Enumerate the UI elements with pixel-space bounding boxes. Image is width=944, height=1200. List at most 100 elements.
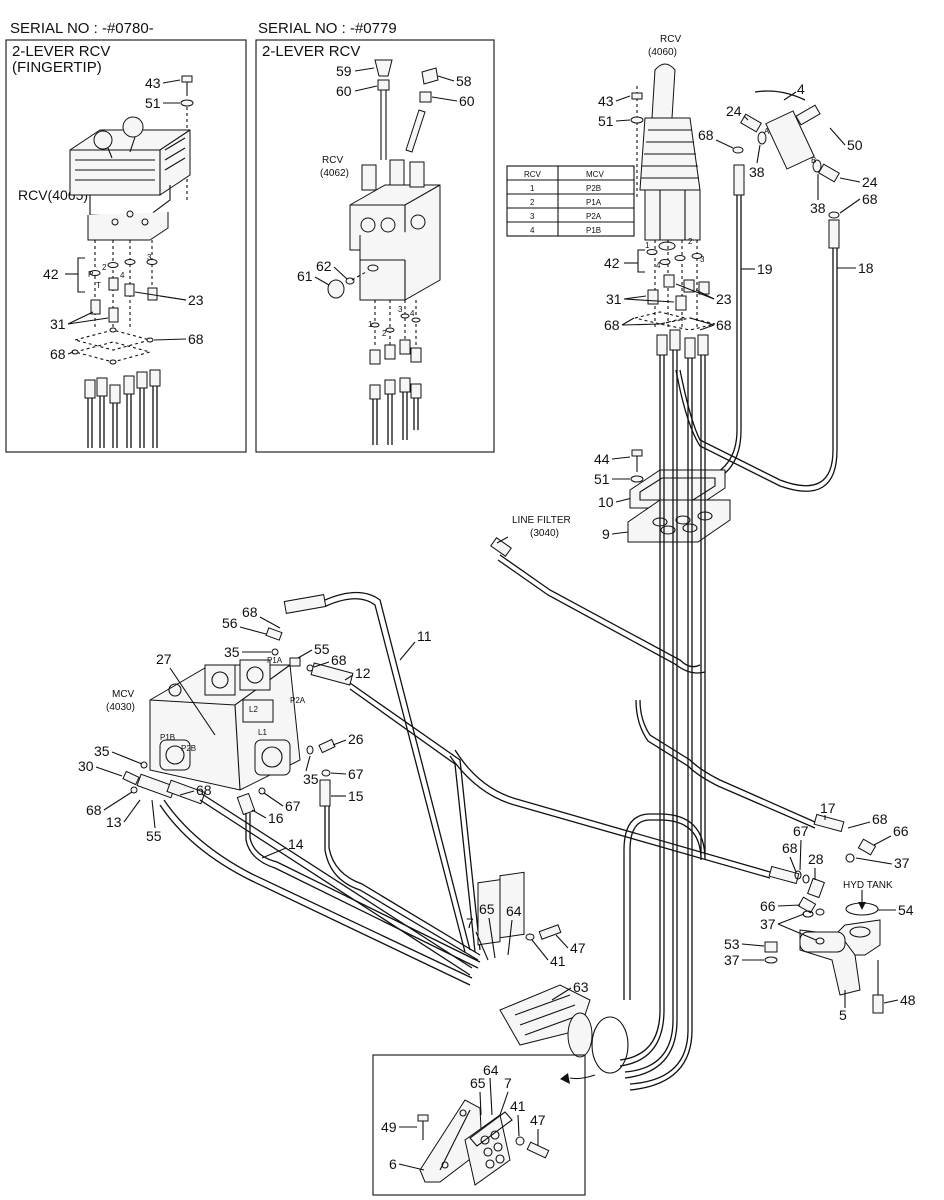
callout-68b: 68	[50, 346, 66, 362]
arrow-down-icon	[858, 902, 866, 910]
bottom-grommet	[477, 871, 629, 1084]
callout-68d: 68	[196, 782, 212, 798]
left-callouts: 43 51 42 23 31 68 68	[43, 75, 204, 362]
callout-50: 50	[847, 137, 863, 153]
left-bolt	[180, 75, 194, 200]
middle-rcv-label1: RCV	[322, 155, 343, 166]
callout-43: 43	[598, 93, 614, 109]
left-title: 2-LEVER RCV	[12, 43, 110, 60]
middle-port-2: 2	[382, 329, 387, 338]
callout-56: 56	[222, 615, 238, 631]
callout-13: 13	[106, 814, 122, 830]
middle-plug	[327, 271, 367, 299]
callout-67: 67	[793, 823, 809, 839]
left-port-t: T	[96, 281, 101, 290]
right-callouts: 43 51 68 24 4 50 38 24 38 68 42 19 18 31…	[594, 81, 878, 542]
callout-17: 17	[820, 800, 836, 816]
middle-panel: SERIAL NO : -#0779 2-LEVER RCV RCV (4062…	[255, 20, 495, 453]
port-p2a: P2A	[290, 696, 306, 705]
callout-9: 9	[602, 526, 610, 542]
middle-knobs	[374, 59, 439, 160]
callout-51: 51	[145, 95, 161, 111]
mcv-label1: MCV	[112, 689, 135, 700]
callout-64: 64	[483, 1062, 499, 1078]
callout-63: 63	[573, 979, 589, 995]
right-rcv-label1: RCV	[660, 34, 681, 45]
callout-15: 15	[348, 788, 364, 804]
callout-7: 7	[466, 915, 474, 931]
callout-67: 67	[348, 766, 364, 782]
middle-port-3: 3	[398, 305, 403, 314]
middle-serial: SERIAL NO : -#0779	[258, 20, 397, 37]
callout-27: 27	[156, 651, 172, 667]
bottom-callouts: 7 65 64 47 41 63 17 68 66 67 68 28 37 66…	[466, 800, 916, 1023]
callout-12: 12	[355, 665, 371, 681]
callout-49: 49	[381, 1119, 397, 1135]
left-hoses	[84, 369, 161, 448]
callout-47: 47	[530, 1112, 546, 1128]
callout-62: 62	[316, 258, 332, 274]
callout-43: 43	[145, 75, 161, 91]
callout-35c: 35	[303, 771, 319, 787]
callout-28: 28	[808, 851, 824, 867]
callout-16: 16	[268, 810, 284, 826]
callout-30: 30	[78, 758, 94, 774]
right-rcv-label2: (4060)	[648, 47, 677, 58]
left-serial: SERIAL NO : -#0780-	[10, 20, 154, 37]
callout-31: 31	[50, 316, 66, 332]
callout-68: 68	[698, 127, 714, 143]
main-hose-bundle	[490, 350, 706, 1091]
callout-23: 23	[188, 292, 204, 308]
callout-35: 35	[224, 644, 240, 660]
middle-title: 2-LEVER RCV	[262, 43, 360, 60]
callout-18: 18	[858, 260, 874, 276]
table-cell: 3	[530, 212, 535, 221]
callout-51b: 51	[594, 471, 610, 487]
callout-37c: 37	[724, 952, 740, 968]
callout-68: 68	[242, 604, 258, 620]
callout-68c: 68	[604, 317, 620, 333]
callout-44: 44	[594, 451, 610, 467]
callout-42: 42	[604, 255, 620, 271]
callout-35b: 35	[94, 743, 110, 759]
mcv-block: MCV (4030) L2 L1 P1A P2A P1B P2B	[106, 594, 354, 816]
callout-19: 19	[757, 261, 773, 277]
middle-rcv-body	[349, 159, 441, 301]
callout-31: 31	[606, 291, 622, 307]
middle-rcv-label2: (4062)	[320, 168, 349, 179]
callout-42: 42	[43, 266, 59, 282]
callout-5: 5	[839, 1007, 847, 1023]
table-cell: P1B	[586, 226, 601, 235]
callout-10: 10	[598, 494, 614, 510]
bottom-inset	[372, 1054, 586, 1196]
callout-66: 66	[893, 823, 909, 839]
callout-60b: 60	[459, 93, 475, 109]
callout-38a: 38	[749, 164, 765, 180]
joystick-handle-icon	[651, 63, 676, 119]
left-panel-frame	[5, 39, 247, 453]
callout-68: 68	[872, 811, 888, 827]
left-panel: SERIAL NO : -#0780- 2-LEVER RCV (FINGERT…	[5, 20, 247, 453]
callout-24: 24	[726, 103, 742, 119]
callout-68d: 68	[716, 317, 732, 333]
callout-65: 65	[470, 1075, 486, 1091]
callout-7: 7	[504, 1075, 512, 1091]
callout-68b: 68	[862, 191, 878, 207]
callout-37b: 37	[760, 916, 776, 932]
middle-fittings: 1 2 3 4	[368, 300, 422, 445]
table-cell: P1A	[586, 198, 602, 207]
grommet-plates	[627, 449, 731, 543]
callout-65: 65	[479, 901, 495, 917]
callout-4: 4	[797, 81, 805, 97]
middle-port-4: 4	[410, 309, 415, 318]
callout-66b: 66	[760, 898, 776, 914]
mcv-label2: (4030)	[106, 702, 135, 713]
table-header-mcv: MCV	[586, 170, 604, 179]
inset-frame	[372, 1054, 586, 1196]
right-port-3: 3	[700, 255, 705, 264]
table-cell: 1	[530, 184, 535, 193]
callout-67b: 67	[285, 798, 301, 814]
callout-41: 41	[510, 1098, 526, 1114]
callout-37: 37	[894, 855, 910, 871]
